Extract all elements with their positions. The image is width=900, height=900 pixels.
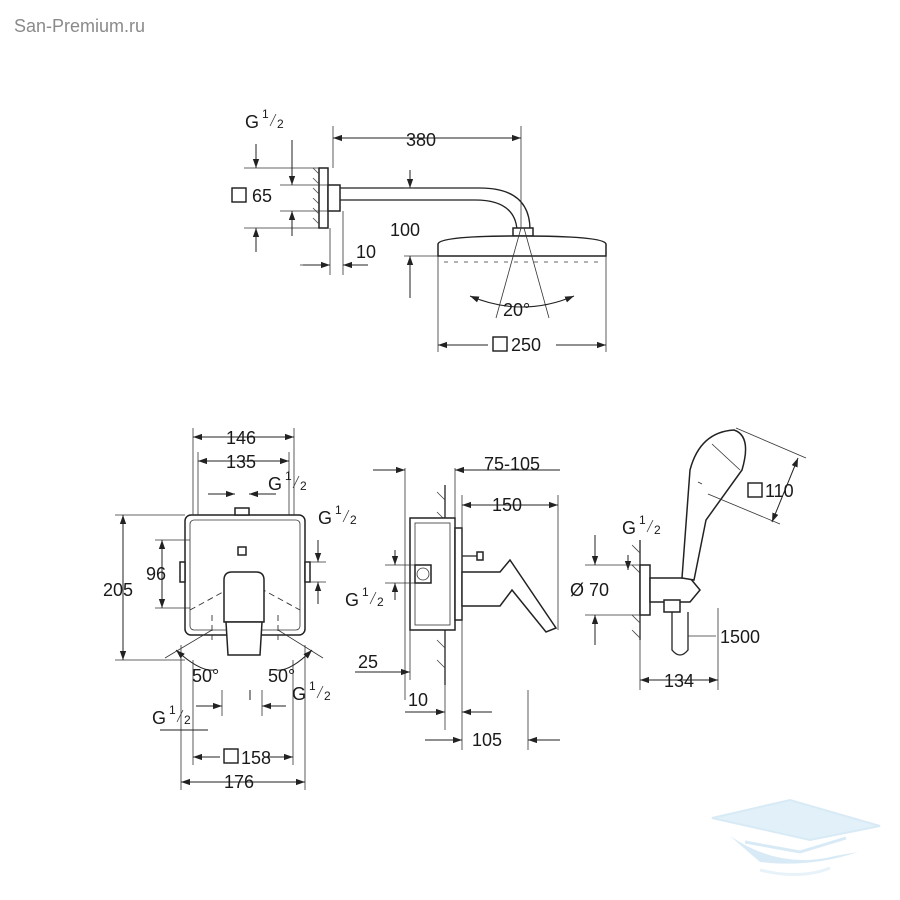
- front-bottom-left-thread-g: G: [152, 708, 166, 728]
- wall-flange: [318, 167, 329, 229]
- svg-text:2: 2: [324, 689, 331, 703]
- flange-size-label: 65: [252, 186, 272, 206]
- plate-size-label: 158: [241, 748, 271, 768]
- brand-logo: [711, 798, 881, 877]
- head-connector: [512, 227, 534, 237]
- overall-width-label: 146: [226, 428, 256, 448]
- svg-text:1: 1: [285, 469, 292, 483]
- mixer-side-diagram: 75-105 150 G 1 2 25 10 105: [345, 454, 560, 750]
- hose-length-label: 1500: [720, 627, 760, 647]
- svg-text:1: 1: [262, 107, 269, 121]
- hand-shower-head: [681, 429, 747, 581]
- side-thread-g: G: [345, 590, 359, 610]
- front-top-thread-g: G: [268, 474, 282, 494]
- outlet-diameter-label: Ø 70: [570, 580, 609, 600]
- inner-width-label: 135: [226, 452, 256, 472]
- mixer-front-diagram: 146 135 G 1 2 G 1 2 205 96 50° 50°: [103, 428, 357, 792]
- drop-label: 100: [390, 220, 420, 240]
- front-right-thread-g: G: [318, 508, 332, 528]
- svg-text:1: 1: [362, 585, 369, 599]
- watermark-text: San-Premium.ru: [14, 16, 145, 36]
- svg-text:1: 1: [309, 679, 316, 693]
- projection-label: 105: [472, 730, 502, 750]
- flange-depth-label: 10: [356, 242, 376, 262]
- head-shower-diagram: 380 65 G 1 2 10 100 20° 250: [231, 107, 607, 355]
- svg-text:2: 2: [277, 117, 284, 131]
- overall-bottom-label: 176: [224, 772, 254, 792]
- angle-left-label: 50°: [192, 666, 219, 686]
- lever-depth-label: 150: [492, 495, 522, 515]
- height-label: 205: [103, 580, 133, 600]
- svg-text:2: 2: [654, 523, 661, 537]
- angle-right-label: 50°: [268, 666, 295, 686]
- wall-offset-label: 25: [358, 652, 378, 672]
- side-lever: [461, 558, 558, 633]
- svg-text:1: 1: [169, 703, 176, 717]
- spray-angle-label: 20°: [503, 300, 530, 320]
- svg-text:2: 2: [300, 479, 307, 493]
- svg-text:2: 2: [184, 713, 191, 727]
- hand-shower-diagram: 110 G 1 2 Ø 70 1500 134: [570, 427, 807, 691]
- svg-text:2: 2: [377, 595, 384, 609]
- svg-text:2: 2: [350, 513, 357, 527]
- arm-mount: [327, 184, 341, 212]
- outlet-spacing-label: 96: [146, 564, 166, 584]
- install-depth-label: 75-105: [484, 454, 540, 474]
- shower-holder: [649, 577, 701, 603]
- mixer-lever: [223, 571, 265, 623]
- hand-head-size-label: 110: [765, 481, 794, 501]
- front-bottom-right-thread-g: G: [292, 684, 306, 704]
- shower-head: [437, 235, 607, 257]
- plate-thickness-label: 10: [408, 690, 428, 710]
- shower-arm: [340, 187, 531, 231]
- wall-outlet: [639, 564, 651, 616]
- hand-thread-g: G: [622, 518, 636, 538]
- hose: [671, 612, 689, 656]
- head-size-label: 250: [511, 335, 541, 355]
- svg-text:1: 1: [335, 503, 342, 517]
- svg-text:1: 1: [639, 513, 646, 527]
- head-thread-g: G: [245, 112, 259, 132]
- arm-length-label: 380: [406, 130, 436, 150]
- holder-width-label: 134: [664, 671, 694, 691]
